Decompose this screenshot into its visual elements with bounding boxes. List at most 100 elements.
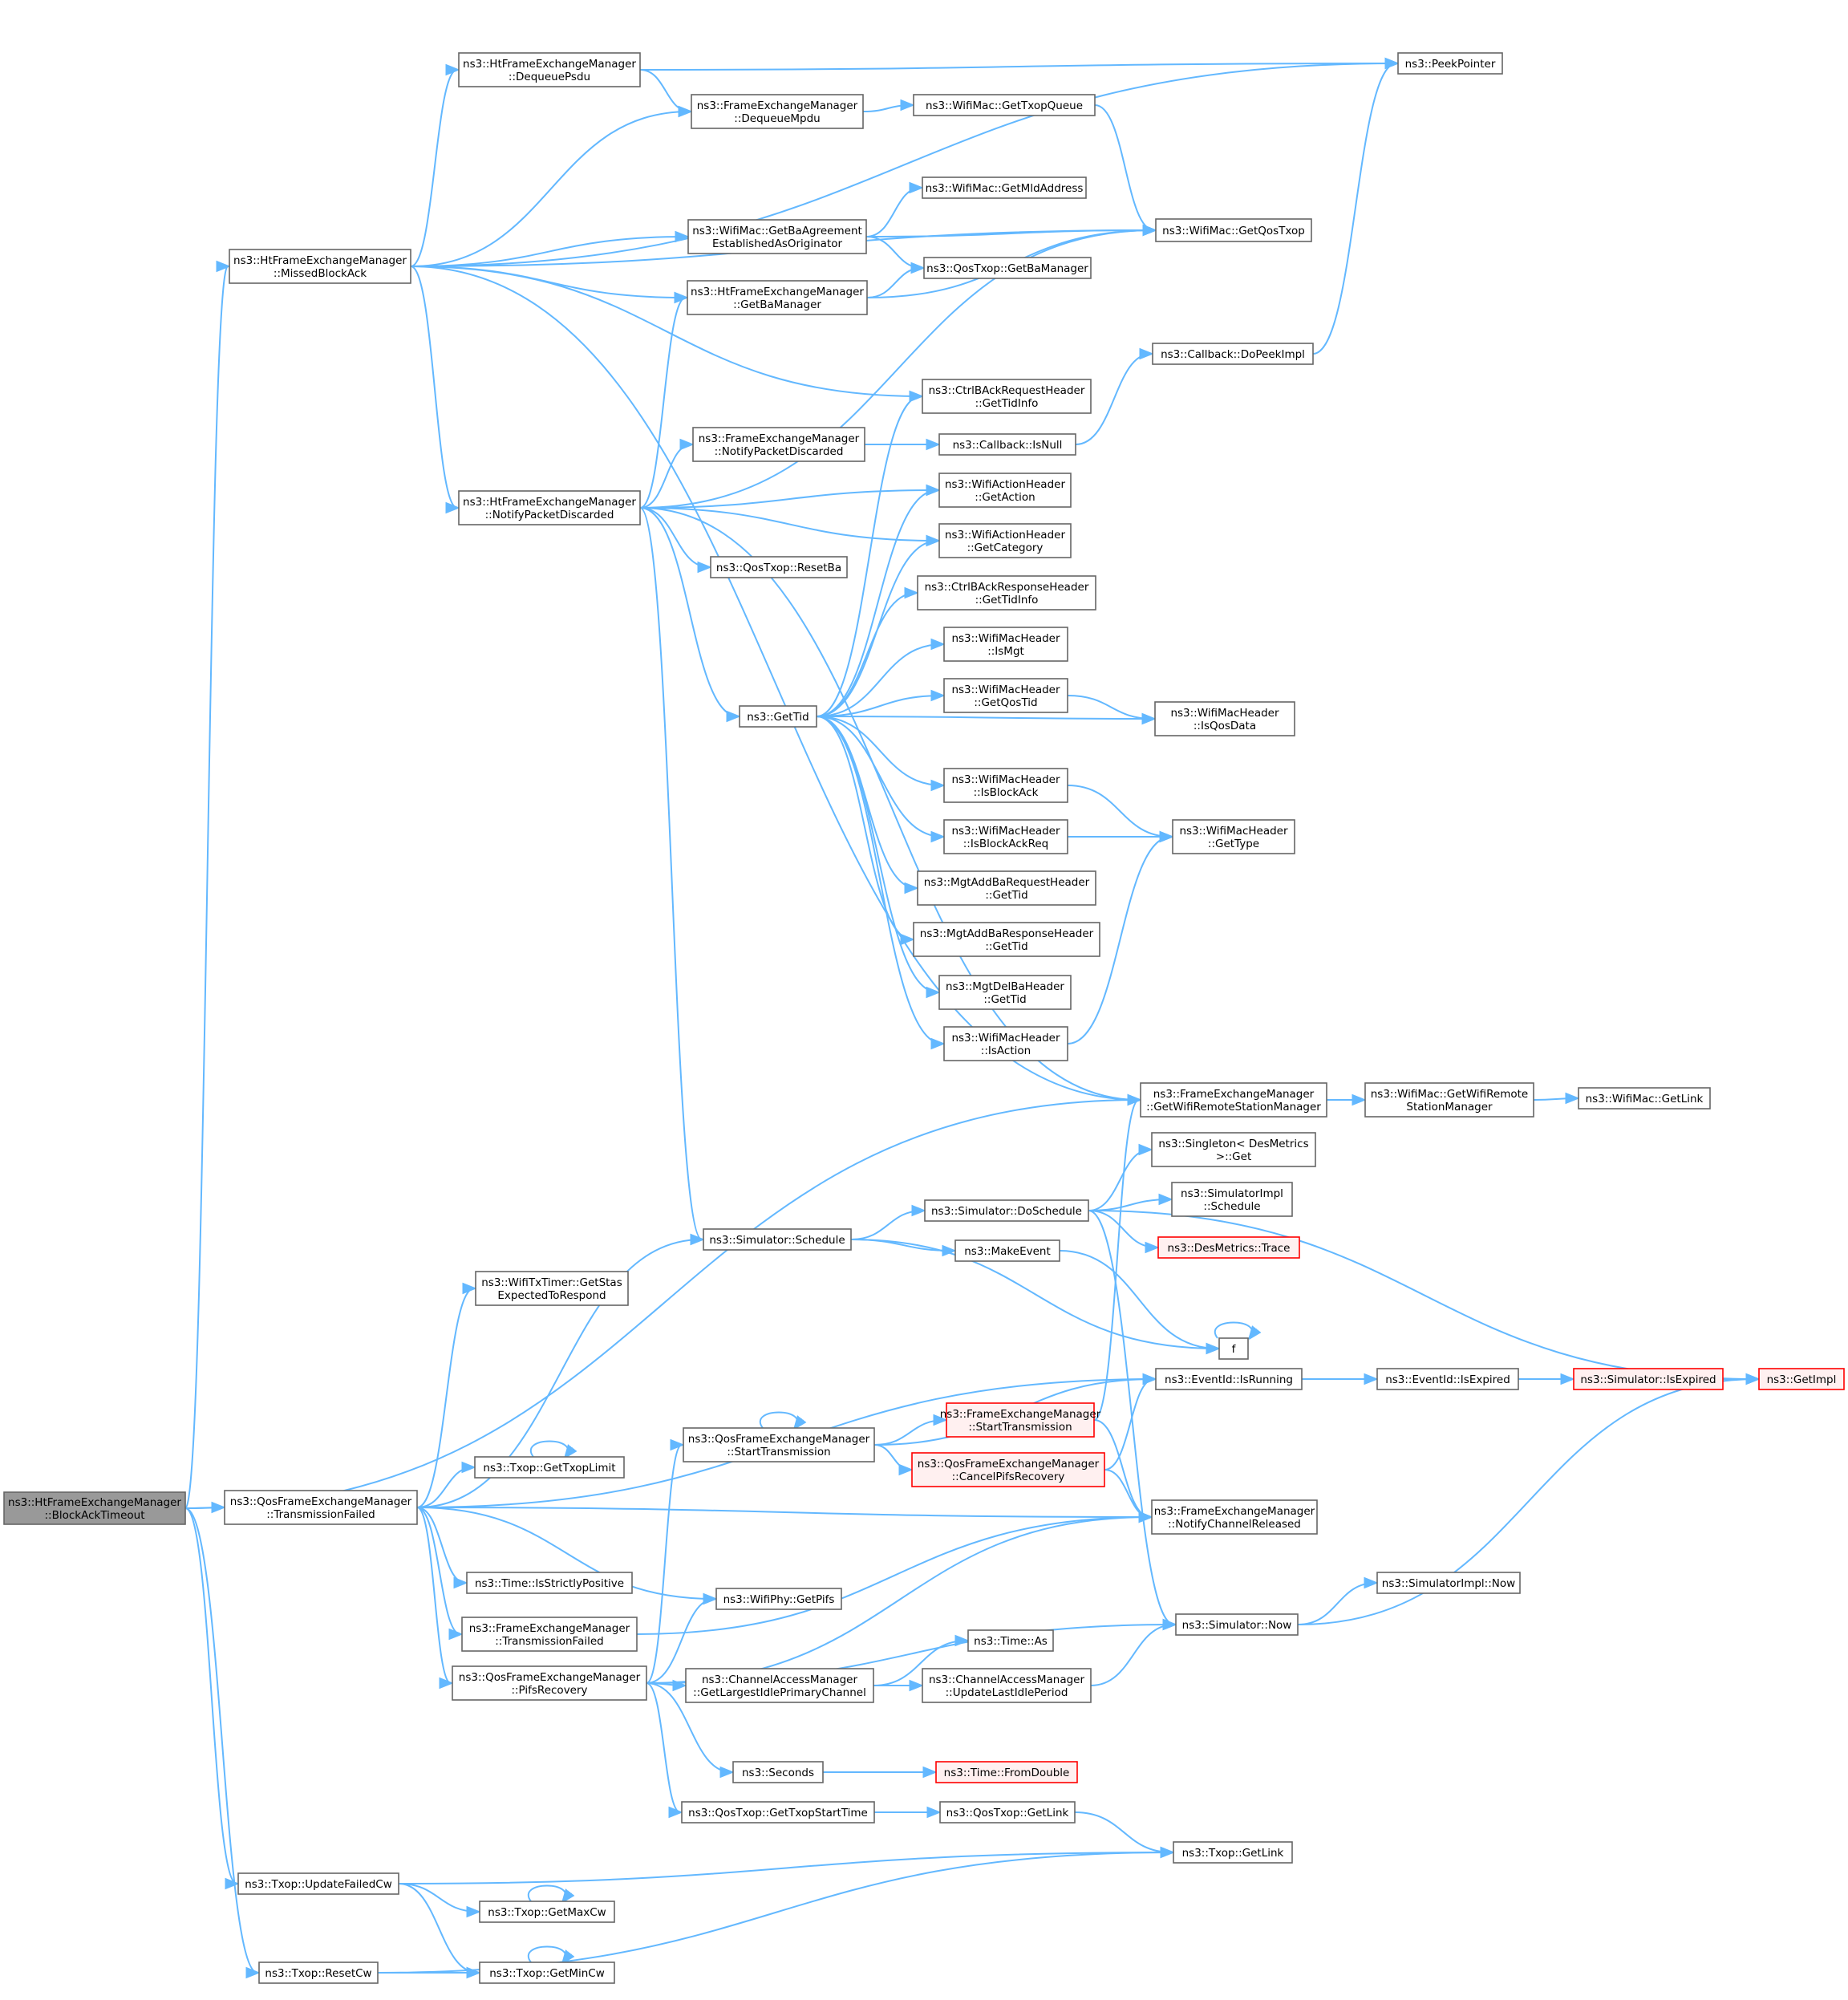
- node-simimplnow[interactable]: ns3::SimulatorImpl::Now: [1376, 1572, 1521, 1594]
- node-label: ::UpdateLastIdlePeriod: [946, 1686, 1068, 1699]
- node-mgtdel[interactable]: ns3::MgtDelBaHeader::GetTid: [938, 975, 1072, 1010]
- node-gettxoplimit[interactable]: ns3::Txop::GetTxopLimit: [474, 1456, 625, 1479]
- node-ismgt[interactable]: ns3::WifiMacHeader::IsMgt: [943, 627, 1068, 662]
- node-isstrictpos[interactable]: ns3::Time::IsStrictlyPositive: [466, 1572, 633, 1594]
- node-isblockack[interactable]: ns3::WifiMacHeader::IsBlockAck: [943, 768, 1068, 803]
- node-label: ns3::WifiMac::GetWifiRemote: [1371, 1088, 1528, 1101]
- node-fromdouble[interactable]: ns3::Time::FromDouble: [935, 1761, 1078, 1783]
- node-box: [1172, 819, 1295, 854]
- node-htgetbam[interactable]: ns3::HtFrameExchangeManager::GetBaManage…: [687, 280, 868, 315]
- node-blockack[interactable]: ns3::HtFrameExchangeManager::BlockAckTim…: [3, 1491, 186, 1525]
- node-box: [1140, 1082, 1327, 1118]
- node-gettxopq[interactable]: ns3::WifiMac::GetTxopQueue: [913, 94, 1096, 116]
- node-label: ns3::HtFrameExchangeManager: [691, 286, 864, 298]
- node-cancelpifs[interactable]: ns3::QosFrameExchangeManager::CancelPifs…: [911, 1452, 1105, 1487]
- node-getmld[interactable]: ns3::WifiMac::GetMldAddress: [922, 176, 1087, 199]
- node-label: ::StartTransmission: [727, 1446, 830, 1458]
- node-seconds[interactable]: ns3::Seconds: [732, 1761, 824, 1783]
- node-label: ns3::GetTid: [747, 711, 809, 724]
- node-label: ::PifsRecovery: [511, 1684, 587, 1697]
- node-isqosdata[interactable]: ns3::WifiMacHeader::IsQosData: [1154, 701, 1295, 736]
- edge-cancelpifs-to-notifychan: [1104, 1469, 1150, 1517]
- node-label: ::IsBlockAckReq: [963, 838, 1049, 850]
- node-isblockackreq[interactable]: ns3::WifiMacHeader::IsBlockAckReq: [943, 819, 1068, 854]
- node-schedule[interactable]: ns3::Simulator::Schedule: [703, 1228, 852, 1251]
- node-simimplsched[interactable]: ns3::SimulatorImpl::Schedule: [1171, 1182, 1293, 1217]
- node-isrunning[interactable]: ns3::EventId::IsRunning: [1155, 1368, 1303, 1390]
- node-updlastidle[interactable]: ns3::ChannelAccessManager::UpdateLastIdl…: [922, 1668, 1092, 1703]
- node-deqmpdu[interactable]: ns3::FrameExchangeManager::DequeueMpdu: [691, 94, 864, 129]
- edge-doschedule-to-simimplsched: [1088, 1199, 1170, 1211]
- node-macgetlink[interactable]: ns3::WifiMac::GetLink: [1578, 1087, 1711, 1110]
- node-gettid[interactable]: ns3::GetTid: [739, 705, 817, 728]
- node-makeevent[interactable]: ns3::MakeEvent: [954, 1239, 1060, 1262]
- node-getmaxcw[interactable]: ns3::Txop::GetMaxCw: [479, 1901, 615, 1923]
- node-getmincw[interactable]: ns3::Txop::GetMinCw: [479, 1961, 615, 1984]
- node-simisexpired[interactable]: ns3::Simulator::IsExpired: [1573, 1368, 1724, 1390]
- node-isexpired[interactable]: ns3::EventId::IsExpired: [1376, 1368, 1519, 1390]
- node-txopgetlink[interactable]: ns3::Txop::GetLink: [1173, 1841, 1293, 1864]
- node-box: [1397, 52, 1503, 75]
- node-simnow[interactable]: ns3::Simulator::Now: [1175, 1613, 1299, 1636]
- node-isaction[interactable]: ns3::WifiMacHeader::IsAction: [943, 1026, 1068, 1061]
- node-getwrsm[interactable]: ns3::FrameExchangeManager::GetWifiRemote…: [1140, 1082, 1327, 1118]
- node-qosgetlink[interactable]: ns3::QosTxop::GetLink: [939, 1801, 1076, 1824]
- node-box: [938, 473, 1072, 508]
- edge-gettid-to-getqostid: [816, 696, 942, 717]
- node-box: [1155, 218, 1312, 242]
- node-box: [1175, 1613, 1299, 1636]
- edge-gettxoplimit-to-gettxoplimit: [530, 1440, 568, 1458]
- node-ctrlreqtid[interactable]: ns3::CtrlBAckRequestHeader::GetTidInfo: [922, 379, 1092, 414]
- node-fenotify[interactable]: ns3::FrameExchangeManager::NotifyPacketD…: [692, 427, 865, 462]
- node-htnotify[interactable]: ns3::HtFrameExchangeManager::NotifyPacke…: [458, 490, 641, 525]
- node-getbaagr[interactable]: ns3::WifiMac::GetBaAgreementEstablishedA…: [687, 219, 867, 254]
- node-trace[interactable]: ns3::DesMetrics::Trace: [1157, 1236, 1300, 1259]
- node-label: ns3::Simulator::DoSchedule: [931, 1205, 1082, 1218]
- node-getstarttime[interactable]: ns3::QosTxop::GetTxopStartTime: [681, 1801, 875, 1824]
- node-label: ns3::WifiMacHeader: [1179, 825, 1288, 838]
- node-box: [687, 219, 867, 254]
- node-doschedule[interactable]: ns3::Simulator::DoSchedule: [924, 1199, 1089, 1222]
- node-qosstarttx[interactable]: ns3::QosFrameExchangeManager::StartTrans…: [683, 1427, 875, 1462]
- node-getqostid[interactable]: ns3::WifiMacHeader::GetQosTid: [943, 678, 1068, 713]
- node-mgtreq[interactable]: ns3::MgtAddBaRequestHeader::GetTid: [917, 870, 1096, 906]
- node-getaction[interactable]: ns3::WifiActionHeader::GetAction: [938, 473, 1072, 508]
- node-pifsrec[interactable]: ns3::QosFrameExchangeManager::PifsRecove…: [452, 1665, 647, 1701]
- node-mgtresp[interactable]: ns3::MgtAddBaResponseHeader::GetTid: [913, 922, 1100, 957]
- node-box: [943, 627, 1068, 662]
- edge-qostxfail-to-fetxfail: [416, 1507, 460, 1634]
- edge-gettid-to-ctrlreqtid: [816, 396, 921, 717]
- node-timeas[interactable]: ns3::Time::As: [967, 1629, 1054, 1652]
- node-getcat[interactable]: ns3::WifiActionHeader::GetCategory: [938, 523, 1072, 558]
- node-ctrlresptid[interactable]: ns3::CtrlBAckResponseHeader::GetTidInfo: [917, 575, 1096, 611]
- edge-qostxfail-to-getstas: [416, 1288, 474, 1508]
- node-resetcw[interactable]: ns3::Txop::ResetCw: [258, 1961, 379, 1984]
- node-macgetwrsm[interactable]: ns3::WifiMac::GetWifiRemoteStationManage…: [1364, 1082, 1534, 1118]
- node-missed[interactable]: ns3::HtFrameExchangeManager::MissedBlock…: [229, 249, 411, 284]
- node-getqostxop[interactable]: ns3::WifiMac::GetQosTxop: [1155, 218, 1312, 242]
- edge-schedule-to-f: [850, 1239, 1218, 1349]
- node-festarttx[interactable]: ns3::FrameExchangeManager::StartTransmis…: [940, 1402, 1101, 1438]
- node-f[interactable]: f: [1218, 1337, 1249, 1360]
- node-dopeek[interactable]: ns3::Callback::DoPeekImpl: [1152, 343, 1314, 365]
- node-peek[interactable]: ns3::PeekPointer: [1397, 52, 1503, 75]
- node-notifychan[interactable]: ns3::FrameExchangeManager::NotifyChannel…: [1151, 1499, 1318, 1535]
- node-getimpl[interactable]: ns3::GetImpl: [1758, 1368, 1845, 1390]
- node-qostxfail[interactable]: ns3::QosFrameExchangeManager::Transmissi…: [224, 1490, 418, 1525]
- node-getstas[interactable]: ns3::WifiTxTimer::GetStasExpectedToRespo…: [475, 1271, 629, 1306]
- node-isnull[interactable]: ns3::Callback::IsNull: [938, 433, 1076, 456]
- edge-htnotify-to-getaction: [639, 490, 938, 509]
- node-fetxfail[interactable]: ns3::FrameExchangeManager::TransmissionF…: [461, 1617, 638, 1652]
- node-label: ::IsAction: [981, 1045, 1031, 1057]
- edge-getbaagr-to-getqostxop: [865, 230, 1154, 237]
- node-qosgetbam[interactable]: ns3::QosTxop::GetBaManager: [923, 257, 1092, 279]
- node-getlargest[interactable]: ns3::ChannelAccessManager::GetLargestIdl…: [685, 1668, 874, 1703]
- node-box: [479, 1901, 615, 1923]
- node-label: ns3::Time::As: [974, 1635, 1048, 1648]
- node-singleton[interactable]: ns3::Singleton< DesMetrics>::Get: [1151, 1132, 1316, 1167]
- node-resetba[interactable]: ns3::QosTxop::ResetBa: [710, 556, 848, 578]
- node-getpifs[interactable]: ns3::WifiPhy::GetPifs: [715, 1588, 842, 1610]
- node-gettype[interactable]: ns3::WifiMacHeader::GetType: [1172, 819, 1295, 854]
- node-deqpsdu[interactable]: ns3::HtFrameExchangeManager::DequeuePsdu: [458, 52, 641, 87]
- node-updfailedcw[interactable]: ns3::Txop::UpdateFailedCw: [237, 1872, 399, 1895]
